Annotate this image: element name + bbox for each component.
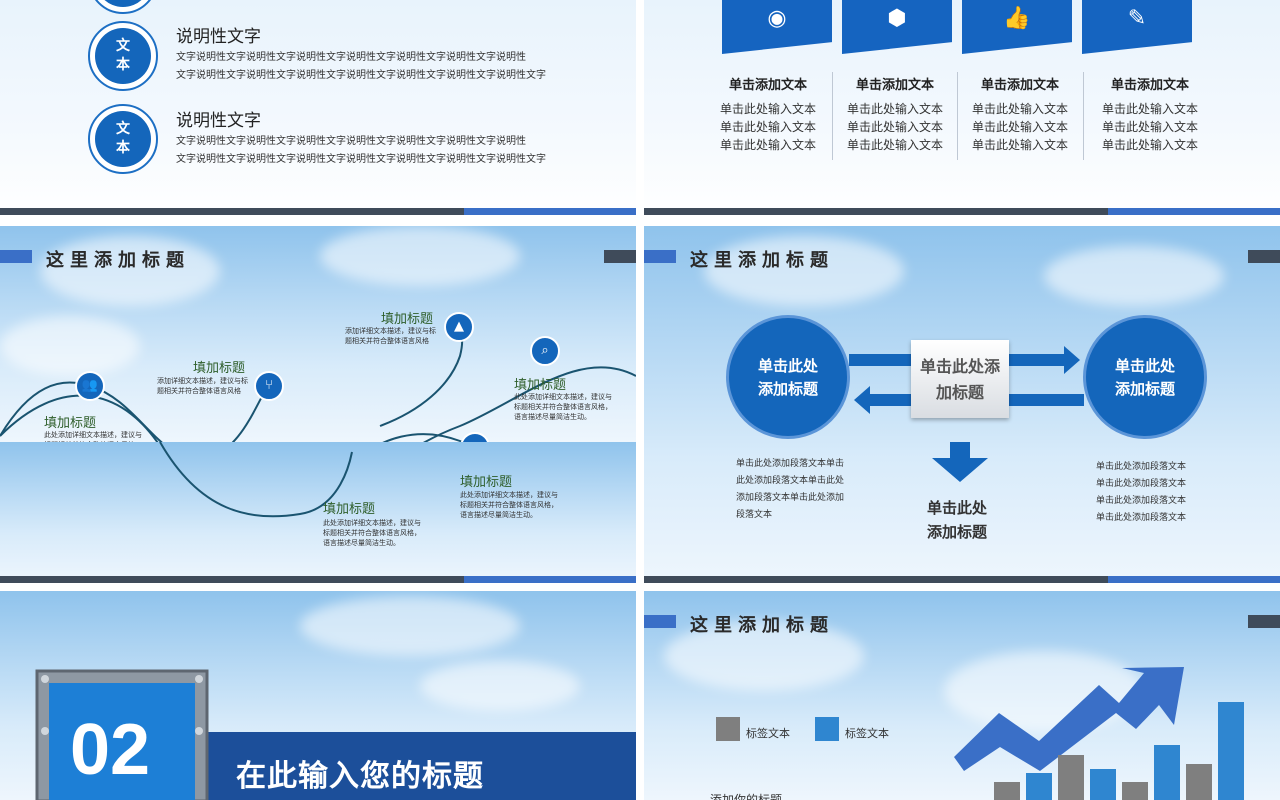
bar-blue-4 xyxy=(1218,702,1244,800)
radar-icon: ◉ xyxy=(767,6,787,31)
badge-1: 文本 xyxy=(88,21,158,91)
node-2-heading: 填加标题 xyxy=(193,361,246,376)
node-3-heading: 填加标题 xyxy=(323,502,376,517)
slide-5[interactable]: 02 在此输入您的标题 xyxy=(0,591,636,800)
left-paragraph: 单击此处添加段落文本单击此处添加段落文本单击此处添加段落文本单击此处添加段落文本 xyxy=(736,459,845,520)
title-marker-left xyxy=(644,250,676,263)
bar-blue-3 xyxy=(1154,745,1180,800)
title-marker-left xyxy=(644,615,676,628)
users-icon: 👥 xyxy=(75,371,105,401)
slide-title: 这里添加标题 xyxy=(690,250,834,271)
column-divider xyxy=(832,72,833,160)
column-4-heading: 单击添加文本 xyxy=(1110,78,1189,93)
node-1-heading: 填加标题 xyxy=(44,416,97,431)
bottom-bar xyxy=(0,576,636,583)
node-6-body: 此处添加详细文本描述，建议与标题相关并符合整体语言风格，语言描述尽量简洁生动。 xyxy=(514,393,612,421)
legend-label-2: 标签文本 xyxy=(845,727,889,740)
right-circle[interactable]: 单击此处添加标题 xyxy=(1083,315,1207,439)
git-branch-icon: ⑂ xyxy=(254,371,284,401)
flag-3: 👍 xyxy=(962,0,1072,54)
section-title: 在此输入您的标题 xyxy=(236,759,484,794)
legend-swatch-1 xyxy=(716,717,740,741)
slide-1[interactable]: 文本 说明性文字 文字说明性文字说明性文字说明性文字说明性文字说明性文字说明性文… xyxy=(0,0,636,215)
badge-partial xyxy=(88,0,158,14)
slide-3[interactable]: 这里添加标题 👥 填加标题 此处添加详细文本描述，建议与标题相关并符合整体语言风… xyxy=(0,226,636,442)
slide-4[interactable]: 这里添加标题 单击此处添加标题 单击此处添加标题 单击此处添加标题 单击此处添加… xyxy=(644,226,1280,583)
slide-2[interactable]: ◉ ⬢ 👍 ✎ 单击添加文本 单击此处输入文本单击此处输入文本单击此处输入文本 … xyxy=(644,0,1280,215)
title-banner xyxy=(200,732,636,800)
search-icon: ⌕ xyxy=(530,336,560,366)
item-2-line-1: 文字说明性文字说明性文字说明性文字说明性文字说明性文字说明性文字说明性 xyxy=(176,136,526,147)
column-2-heading: 单击添加文本 xyxy=(855,78,934,93)
legend-label-1: 标签文本 xyxy=(746,727,790,740)
column-2-body: 单击此处输入文本单击此处输入文本单击此处输入文本 xyxy=(846,102,943,152)
node-5-body: 此处添加详细文本描述，建议与标题相关并符合整体语言风格，语言描述尽量简洁生动。 xyxy=(460,491,558,519)
column-3-body: 单击此处输入文本单击此处输入文本单击此处输入文本 xyxy=(971,102,1068,152)
column-4-body: 单击此处输入文本单击此处输入文本单击此处输入文本 xyxy=(1101,102,1198,152)
column-1-body: 单击此处输入文本单击此处输入文本单击此处输入文本 xyxy=(719,102,816,152)
node-1-body: 此处添加详细文本描述，建议与标题相关并符合整体语言风格，语言描述尽量简洁生动。 xyxy=(44,431,142,442)
flag-2: ⬢ xyxy=(842,0,952,54)
right-paragraph: 单击此处添加段落文本单击此处添加段落文本单击此处添加段落文本单击此处添加段落文本 xyxy=(1096,462,1187,523)
bottom-bar xyxy=(644,208,1280,215)
area-chart-icon: ▲ xyxy=(444,312,474,342)
pencil-icon: ✎ xyxy=(1127,6,1147,31)
bottom-title: 单击此处添加标题 xyxy=(927,499,988,541)
title-marker-left xyxy=(0,250,32,263)
bar-grey-3 xyxy=(1122,782,1148,800)
bar-chart xyxy=(994,691,1244,800)
left-circle[interactable]: 单击此处添加标题 xyxy=(726,315,850,439)
badge-2-text: 文本 xyxy=(95,111,151,167)
slide-3-lower: 填加标题 此处添加详细文本描述，建议与标题相关并符合整体语言风格，语言描述尽量简… xyxy=(0,442,636,583)
node-5-heading: 填加标题 xyxy=(460,475,513,490)
legend-swatch-2 xyxy=(815,717,839,741)
slide-6[interactable]: 这里添加标题 标签文本 标签文本 添加你的标题 xyxy=(644,591,1280,800)
node-2-body: 添加详细文本描述，建议与标题相关并符合整体语言风格 xyxy=(157,377,248,395)
flag-1: ◉ xyxy=(722,0,832,54)
thumbs-up-icon: 👍 xyxy=(1003,6,1031,31)
slide-title: 这里添加标题 xyxy=(690,615,834,636)
bar-blue-1 xyxy=(1026,773,1052,800)
shield-icon xyxy=(35,669,209,800)
badge-2: 文本 xyxy=(88,104,158,174)
column-divider xyxy=(957,72,958,160)
item-1-line-1: 文字说明性文字说明性文字说明性文字说明性文字说明性文字说明性文字说明性 xyxy=(176,52,526,63)
bar-grey-2 xyxy=(1058,755,1084,800)
node-4-body: 添加详细文本描述，建议与标题相关并符合整体语言风格 xyxy=(345,327,436,345)
column-divider xyxy=(1083,72,1084,160)
item-1-line-2: 文字说明性文字说明性文字说明性文字说明性文字说明性文字说明性文字说明性文字 xyxy=(176,70,546,81)
bar-grey-1 xyxy=(994,782,1020,800)
bottom-bar xyxy=(644,576,1280,583)
bar-grey-4 xyxy=(1186,764,1212,800)
item-2-heading: 说明性文字 xyxy=(176,111,261,131)
center-box[interactable]: 单击此处添加标题 xyxy=(911,340,1009,418)
trend-arrow xyxy=(954,667,1184,771)
node-4-heading: 填加标题 xyxy=(381,312,434,327)
timeline-curve-lower xyxy=(159,442,353,518)
node-3-body: 此处添加详细文本描述，建议与标题相关并符合整体语言风格，语言描述尽量简洁生动。 xyxy=(323,519,421,547)
title-marker-right xyxy=(1248,615,1280,628)
bar-blue-2 xyxy=(1090,769,1116,800)
bottom-bar xyxy=(0,208,636,215)
badge-1-text: 文本 xyxy=(95,28,151,84)
flag-4: ✎ xyxy=(1082,0,1192,54)
title-marker-right xyxy=(1248,250,1280,263)
column-1-heading: 单击添加文本 xyxy=(728,78,807,93)
column-3-heading: 单击添加文本 xyxy=(980,78,1059,93)
slide-title: 这里添加标题 xyxy=(46,250,190,271)
item-2-line-2: 文字说明性文字说明性文字说明性文字说明性文字说明性文字说明性文字说明性文字 xyxy=(176,154,546,165)
cube-icon: ⬢ xyxy=(887,6,907,31)
section-number: 02 xyxy=(70,710,151,790)
chart-subtitle: 添加你的标题 xyxy=(710,793,783,800)
item-1-heading: 说明性文字 xyxy=(176,27,261,47)
title-marker-right xyxy=(604,250,636,263)
node-6-heading: 填加标题 xyxy=(514,378,567,393)
